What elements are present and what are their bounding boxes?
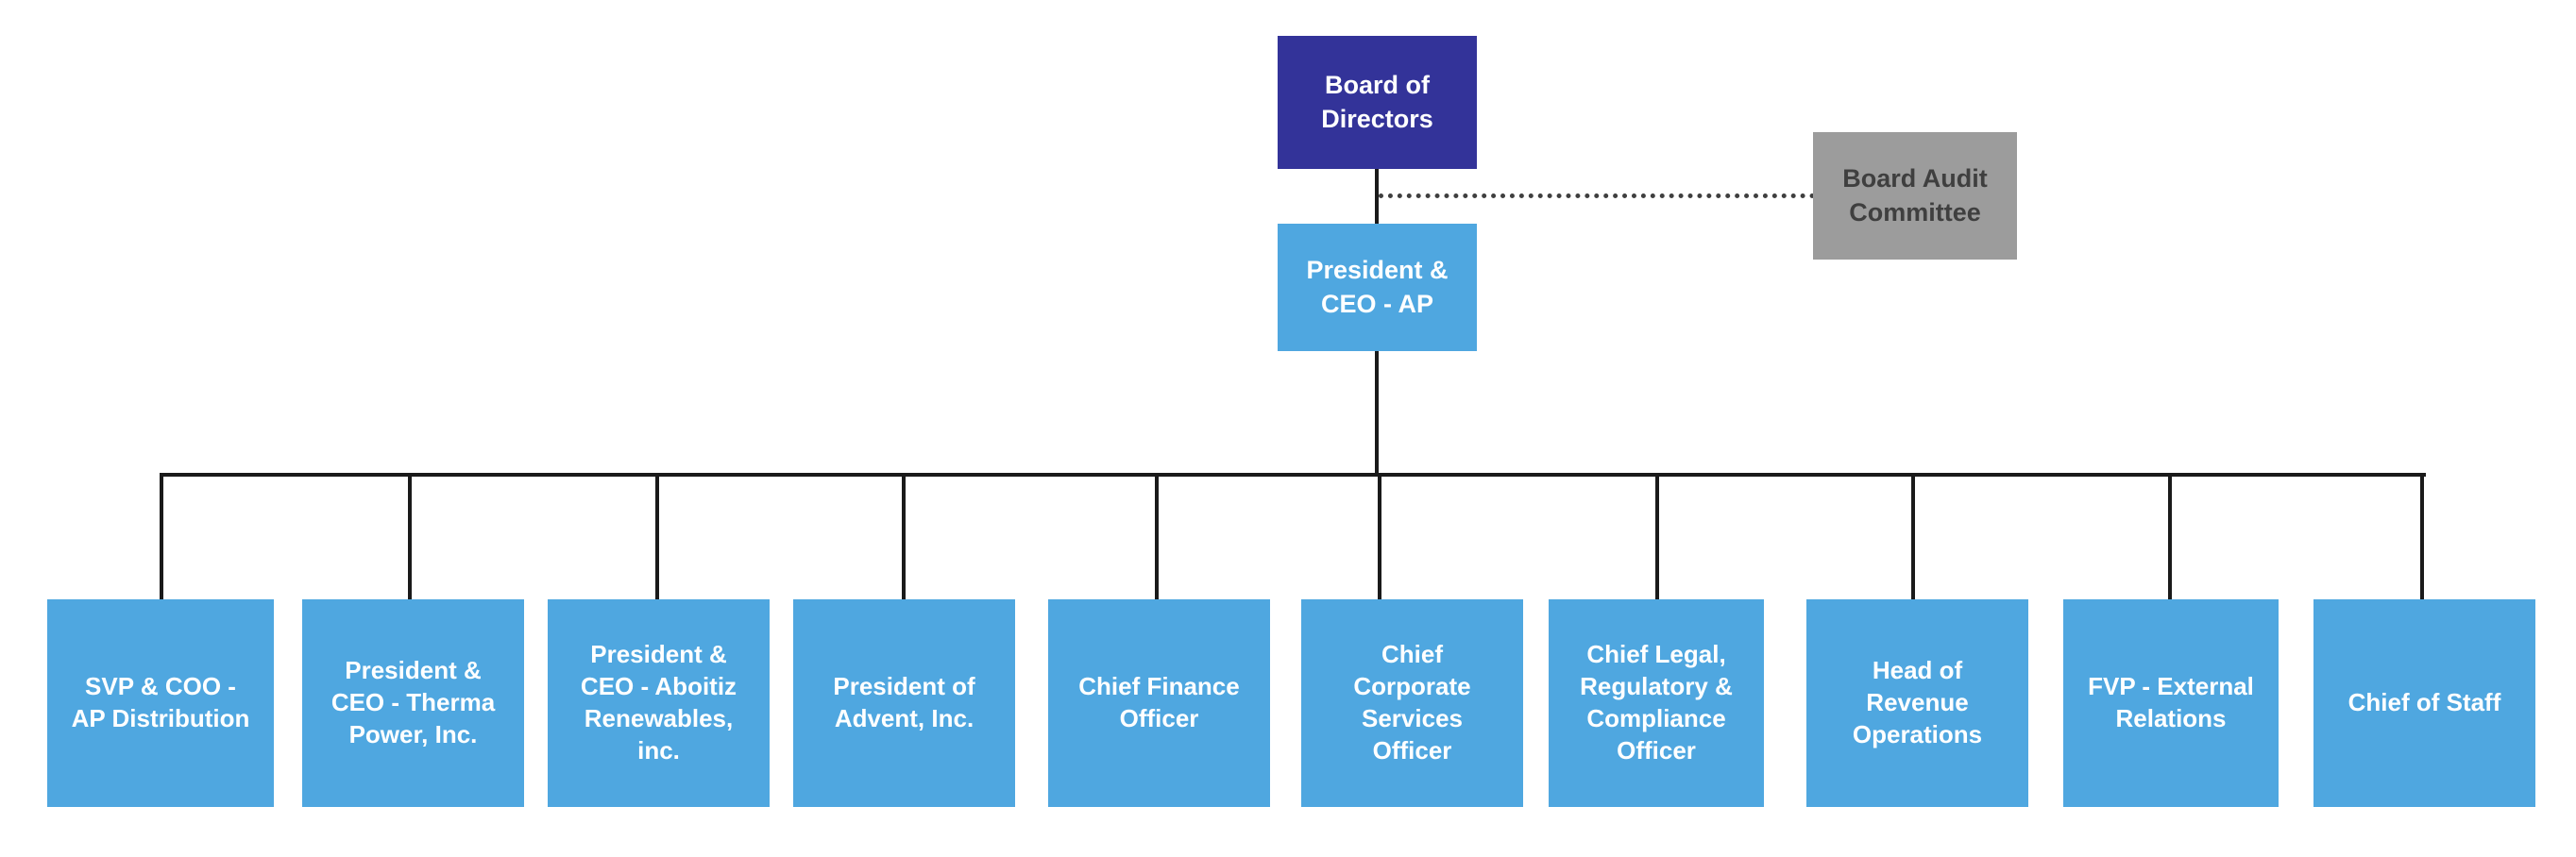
- node-unit[interactable]: Head of Revenue Operations: [1806, 599, 2028, 807]
- node-unit[interactable]: President & CEO - Aboitiz Renewables, in…: [548, 599, 770, 807]
- node-unit[interactable]: President of Advent, Inc.: [793, 599, 1015, 807]
- node-unit-label: Chief Finance Officer: [1078, 672, 1240, 732]
- node-board-of-directors[interactable]: Board of Directors: [1278, 36, 1477, 169]
- node-unit[interactable]: Chief Corporate Services Officer: [1301, 599, 1523, 807]
- node-unit-label: President & CEO - Therma Power, Inc.: [330, 656, 496, 748]
- node-unit[interactable]: President & CEO - Therma Power, Inc.: [302, 599, 524, 807]
- node-unit-label: Chief of Staff: [2347, 688, 2501, 717]
- node-unit[interactable]: Chief of Staff: [2313, 599, 2535, 807]
- node-unit-label: President of Advent, Inc.: [833, 672, 975, 732]
- connector-drop-line: [160, 473, 163, 599]
- connector-drop-line: [408, 473, 412, 599]
- connector-board-to-ceo: [1375, 169, 1379, 226]
- node-unit-label: Chief Legal, Regulatory & Compliance Off…: [1580, 640, 1733, 765]
- node-unit[interactable]: FVP - External Relations: [2063, 599, 2279, 807]
- node-unit-label: FVP - External Relations: [2088, 672, 2254, 732]
- node-board-audit-committee[interactable]: Board Audit Committee: [1813, 132, 2017, 260]
- node-unit[interactable]: Chief Legal, Regulatory & Compliance Off…: [1549, 599, 1764, 807]
- connector-drop-line: [2420, 473, 2424, 599]
- node-board-of-directors-label: Board of Directors: [1321, 71, 1433, 133]
- node-unit-label: Head of Revenue Operations: [1852, 656, 1983, 748]
- node-unit[interactable]: Chief Finance Officer: [1048, 599, 1270, 807]
- connector-drop-line: [1655, 473, 1659, 599]
- connector-dotted-audit-link: [1379, 193, 1815, 198]
- node-unit-label: President & CEO - Aboitiz Renewables, in…: [580, 640, 737, 765]
- node-unit[interactable]: SVP & COO - AP Distribution: [47, 599, 274, 807]
- connector-drop-line: [2168, 473, 2172, 599]
- node-unit-label: SVP & COO - AP Distribution: [71, 672, 250, 732]
- node-president-ceo-ap-label: President & CEO - AP: [1306, 256, 1449, 318]
- node-unit-label: Chief Corporate Services Officer: [1353, 640, 1471, 765]
- connector-horizontal-bus: [161, 473, 2426, 477]
- connector-drop-line: [1155, 473, 1159, 599]
- connector-drop-line: [1378, 473, 1381, 599]
- connector-drop-line: [1911, 473, 1915, 599]
- node-president-ceo-ap[interactable]: President & CEO - AP: [1278, 224, 1477, 351]
- connector-drop-line: [655, 473, 659, 599]
- connector-drop-line: [902, 473, 906, 599]
- connector-ceo-to-bus: [1375, 351, 1379, 477]
- node-board-audit-committee-label: Board Audit Committee: [1842, 164, 1988, 227]
